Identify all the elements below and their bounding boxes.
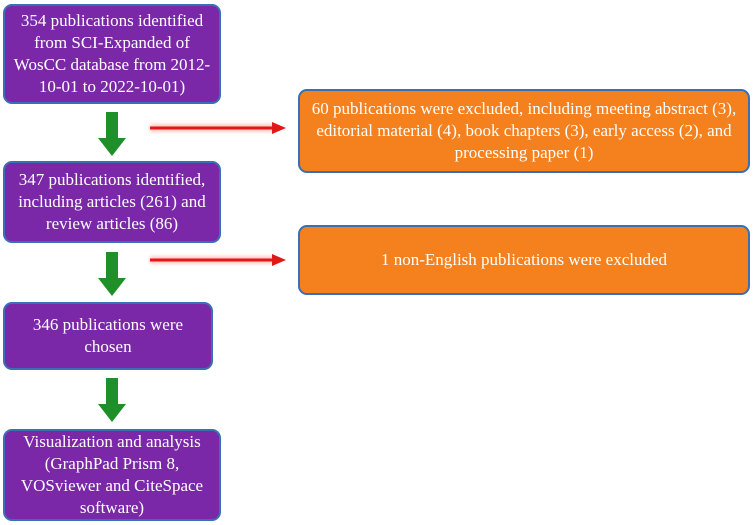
down-arrow-1 (98, 112, 126, 156)
publication-types-box: 347 publications identified, including a… (3, 161, 221, 243)
exclusion-arrow-2 (148, 252, 288, 268)
visualization-analysis-box: Visualization and analysis (GraphPad Pri… (3, 429, 221, 521)
chosen-publications-text: 346 publications were chosen (32, 315, 184, 356)
excluded-language-text: 1 non-English publications were excluded (380, 250, 668, 269)
identified-publications-box: 354 publications identified from SCI-Exp… (3, 4, 221, 104)
chosen-publications-box: 346 publications were chosen (3, 302, 213, 370)
excluded-types-text: 60 publications were excluded, including… (311, 99, 737, 162)
excluded-types-box: 60 publications were excluded, including… (298, 89, 750, 173)
down-arrow-3 (98, 378, 126, 422)
publication-types-text: 347 publications identified, including a… (18, 170, 206, 233)
identified-publications-text: 354 publications identified from SCI-Exp… (13, 11, 211, 96)
visualization-analysis-text: Visualization and analysis (GraphPad Pri… (20, 432, 204, 517)
exclusion-arrow-1 (148, 120, 288, 136)
excluded-language-box: 1 non-English publications were excluded (298, 225, 750, 295)
down-arrow-2 (98, 252, 126, 296)
